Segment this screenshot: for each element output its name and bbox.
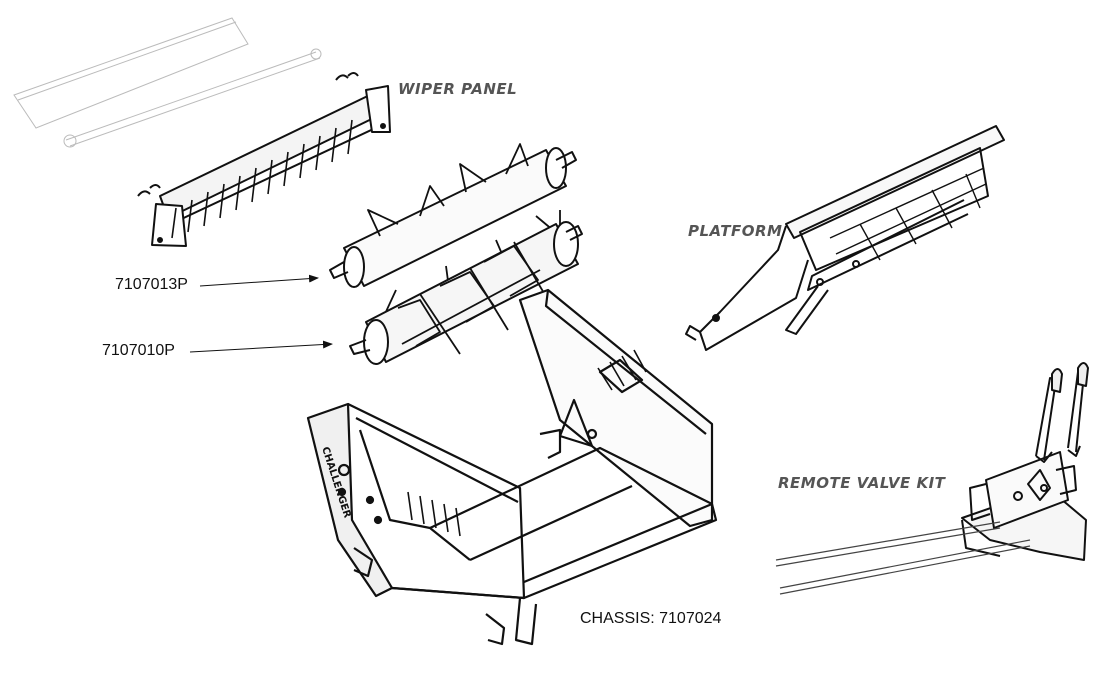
upper-roller-part xyxy=(329,143,577,317)
platform-part xyxy=(685,125,1005,351)
label-platform: PLATFORM xyxy=(688,222,783,240)
label-wiper-panel: WIPER PANEL xyxy=(398,80,518,98)
leader-arrow-upper-roller xyxy=(199,274,319,287)
remote-valve-kit-part xyxy=(775,362,1089,595)
label-chassis-part-number: CHASSIS: 7107024 xyxy=(580,610,722,627)
label-lower-roller-part-number: 7107010P xyxy=(102,342,175,359)
leader-arrow-lower-roller xyxy=(189,340,333,353)
lower-roller-part xyxy=(349,221,583,365)
wiper-blade-ghost xyxy=(13,17,322,148)
label-remote-valve-kit: REMOTE VALVE KIT xyxy=(778,474,946,492)
wiper-panel-part xyxy=(137,72,391,247)
label-upper-roller-part-number: 7107013P xyxy=(115,276,188,293)
chassis-part xyxy=(306,288,718,646)
